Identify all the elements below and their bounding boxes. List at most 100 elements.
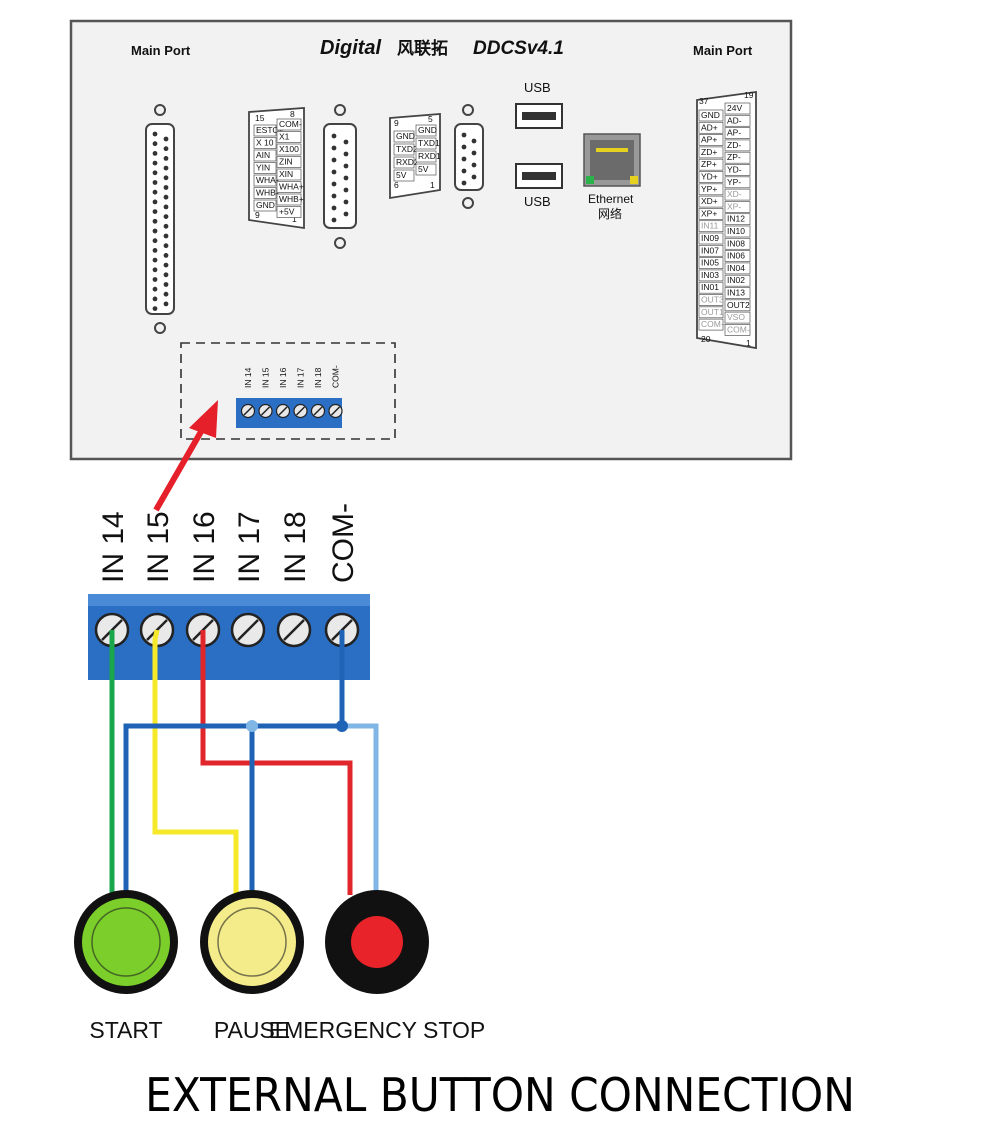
- svg-text:USB: USB: [524, 194, 551, 209]
- pin-label: XP-: [727, 201, 741, 211]
- main-port-right-label: Main Port: [693, 43, 753, 58]
- terminal-label: IN 17: [233, 511, 266, 583]
- svg-text:Digital: Digital: [320, 37, 382, 59]
- pin-label: XD-: [727, 189, 742, 199]
- terminal-label: IN 18: [279, 511, 312, 583]
- pin-label: ZD+: [701, 147, 717, 157]
- pin-label: XD+: [701, 196, 718, 206]
- pin-label: COM-: [727, 324, 750, 334]
- pin-label: AIN: [256, 150, 270, 160]
- small-terminal-label: IN 17: [296, 367, 306, 388]
- ethernet-port: Ethernet 网络: [583, 133, 641, 221]
- svg-text:USB: USB: [524, 80, 551, 95]
- db37-main-port-left: [145, 104, 175, 334]
- pin-label: IN11: [701, 221, 719, 231]
- pin-label: YP+: [701, 184, 717, 194]
- small-terminal-label: IN 16: [278, 367, 288, 388]
- usb-port-top: USB: [515, 80, 563, 129]
- wire-blue-estop: [342, 723, 379, 895]
- main-port-left-label: Main Port: [131, 43, 191, 58]
- controller-panel: Main Port Main Port Digital 风联拓 DDCSv4.1…: [69, 19, 793, 461]
- svg-text:Ethernet: Ethernet: [588, 192, 634, 206]
- svg-text:5: 5: [428, 114, 433, 124]
- pin-label: IN09: [701, 233, 719, 243]
- pin-label: IN07: [701, 245, 719, 255]
- db37-main-port-right: 37 19 20 1 GNDAD+AP+ZD+ZP+YD+YP+XD+XP+IN…: [696, 90, 757, 350]
- pin-label: TXD2: [396, 144, 418, 154]
- pin-label: IN04: [727, 263, 745, 273]
- pin-label: WHA-: [256, 175, 279, 185]
- pin-label: TXD1: [418, 138, 440, 148]
- button-start: [74, 890, 178, 994]
- db15-connector: [323, 104, 357, 249]
- pin-label: X100: [279, 144, 299, 154]
- pin-label: AP-: [727, 128, 741, 138]
- wire-red-estop: [200, 630, 353, 895]
- pin-label: ZP-: [727, 152, 741, 162]
- wire-yellow-pause: [152, 629, 239, 895]
- small-terminal-label: IN 18: [313, 367, 323, 388]
- svg-text:9: 9: [255, 210, 260, 220]
- svg-text:15: 15: [255, 113, 265, 123]
- terminal-label: IN 14: [97, 511, 130, 583]
- pin-label: 5V: [396, 170, 407, 180]
- svg-text:1: 1: [430, 180, 435, 190]
- pin-label: X 10: [256, 138, 274, 148]
- small-terminal-label: COM-: [331, 365, 341, 388]
- pin-label: XP+: [701, 208, 717, 218]
- pin-label: IN02: [727, 275, 745, 285]
- pin-label: IN10: [727, 226, 745, 236]
- pin-label: AD+: [701, 122, 718, 132]
- diagram-title: EXTERNAL BUTTON CONNECTION: [145, 1068, 855, 1122]
- pin-label: GND: [418, 125, 437, 135]
- wire-blue-start: [123, 723, 342, 895]
- terminal-label: IN 15: [142, 511, 175, 583]
- pointer-arrow: [153, 400, 218, 512]
- pin-label: YP-: [727, 177, 741, 187]
- model-label: DDCSv4.1: [473, 38, 564, 59]
- button-label: EMERGENCY STOP: [269, 1017, 485, 1043]
- pin-label: YD+: [701, 172, 718, 182]
- wires: [109, 629, 379, 895]
- pin-label: GND: [701, 110, 720, 120]
- pin-label: GND: [396, 131, 415, 141]
- pin-label: YD-: [727, 165, 742, 175]
- svg-text:19: 19: [744, 90, 754, 100]
- button-pause: [200, 890, 304, 994]
- pin-label: ZIN: [279, 157, 293, 167]
- svg-text:风联拓: 风联拓: [397, 39, 448, 58]
- svg-text:9: 9: [394, 118, 399, 128]
- pin-label: GND: [256, 200, 275, 210]
- svg-text:20: 20: [701, 334, 711, 344]
- svg-text:网络: 网络: [598, 206, 622, 221]
- pin-label: COM+: [701, 319, 726, 329]
- pin-label: WHA+: [279, 182, 304, 192]
- pin-label: OUT2: [727, 300, 750, 310]
- pin-label: COM-: [279, 119, 302, 129]
- pin-label: 24V: [727, 103, 742, 113]
- pin-label: RXD1: [418, 151, 441, 161]
- button-emergency-stop: [325, 890, 429, 994]
- pin-label: IN05: [701, 258, 719, 268]
- small-terminal-label: IN 14: [243, 367, 253, 388]
- pin-label: RXD2: [396, 157, 419, 167]
- pin-label: ESTOP: [256, 125, 285, 135]
- svg-text:8: 8: [290, 109, 295, 119]
- pin-label: WHB-: [256, 188, 279, 198]
- brand-logo: Digital 风联拓: [320, 37, 448, 59]
- pin-label: WHB+: [279, 194, 304, 204]
- svg-text:1: 1: [292, 214, 297, 224]
- pin-label: IN12: [727, 214, 745, 224]
- pin-label: IN03: [701, 270, 719, 280]
- svg-text:6: 6: [394, 180, 399, 190]
- pin-label: 5V: [418, 164, 429, 174]
- pin-label: VSO: [727, 312, 745, 322]
- usb-port-bottom: USB: [515, 163, 563, 209]
- pin-label: ZP+: [701, 159, 717, 169]
- pin-label: OUT3: [701, 295, 724, 305]
